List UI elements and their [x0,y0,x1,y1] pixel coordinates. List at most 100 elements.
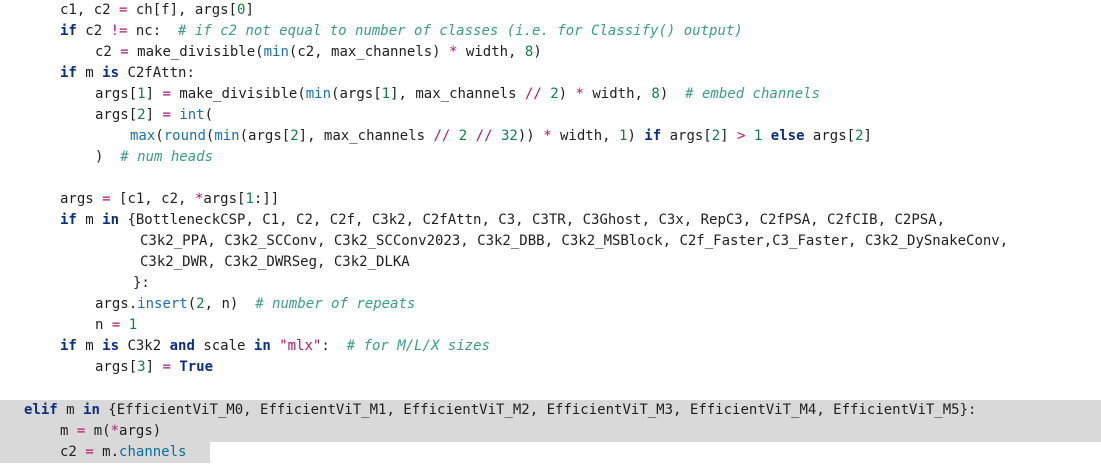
code-token: insert [137,296,188,312]
code-token: 8 [651,86,660,102]
code-token: m [76,212,103,228]
code-line[interactable]: n = 1 [95,315,137,336]
code-token: int [179,107,205,123]
code-token: * [575,86,584,102]
code-token: width, [551,128,619,144]
code-token: = [102,191,111,207]
code-token: args[ [95,86,138,102]
code-token: args[ [95,359,138,375]
code-line[interactable]: }: [133,273,150,294]
code-token: ) [95,149,121,165]
code-token: ] [145,107,163,123]
code-token: 2 [290,128,299,144]
code-token [745,128,753,144]
code-token: args[ [804,128,856,144]
code-line[interactable]: args[3] = True [95,357,213,378]
code-line[interactable]: if m is C2fAttn: [60,63,195,84]
code-token: (args[ [239,128,291,144]
code-token: else [770,128,805,144]
code-token: * [194,191,204,207]
code-token: c2 [95,44,121,60]
code-line[interactable]: elif m in {EfficientViT_M0, EfficientViT… [0,400,1101,421]
code-token: m [57,402,84,418]
code-token: make_divisible( [170,86,306,102]
code-token: ) [659,86,686,102]
code-token: 0 [237,2,246,18]
code-line[interactable]: if c2 != nc: # if c2 not equal to number… [60,21,743,42]
code-line[interactable]: m = m(*args) [0,421,1101,442]
code-token: = [111,317,121,333]
code-token: ], max_channels [298,128,434,144]
code-token: in [83,402,100,418]
code-line[interactable]: if m in {BottleneckCSP, C1, C2, C2f, C3k… [60,210,945,231]
code-token: ) [627,128,645,144]
code-token: args [60,191,103,207]
code-token: = [85,444,94,460]
code-token: if [60,65,77,81]
code-token: ( [205,128,215,144]
code-line[interactable]: args[2] = int( [95,105,213,126]
code-token: min [263,44,289,60]
code-token: is [102,338,120,354]
code-token: = [162,86,171,102]
code-token: != [110,23,128,39]
code-token: = [119,2,128,18]
code-token: in [253,338,271,354]
code-line[interactable]: args[1] = make_divisible(min(args[1], ma… [95,84,820,105]
code-line[interactable]: ) # num heads [95,147,213,168]
code-token: 2 [458,128,468,144]
code-line[interactable]: max(round(min(args[2], max_channels // 2… [130,126,872,147]
code-line[interactable]: args = [c1, c2, *args[1:]] [60,189,279,210]
code-token: 1 [753,128,763,144]
code-token: # embed channels [685,86,820,102]
code-token: c2 [60,444,86,460]
code-token: [c1, c2, [110,191,195,207]
code-token: args. [95,296,138,312]
code-token: args[ [95,107,138,123]
code-token: if [644,128,662,144]
code-token: m. [93,444,120,460]
code-token: # for M/L/X sizes [346,338,490,354]
code-token: m( [85,423,111,439]
code-token: 32 [500,128,518,144]
code-line[interactable]: c2 = m.channels [0,442,210,463]
code-token: C2fAttn: [119,65,195,81]
code-token: ( [155,128,164,144]
code-token: elif [24,402,58,418]
code-token: }: [133,275,150,291]
code-token: width, [457,44,525,60]
code-token: ] [863,128,872,144]
code-token: and [169,338,195,354]
code-line[interactable]: C3k2_PPA, C3k2_SCConv, C3k2_SCConv2023, … [140,231,1008,252]
code-token: = [76,423,86,439]
code-token: 1 [381,86,391,102]
code-token: True [179,359,214,375]
code-token: args[ [203,191,246,207]
code-token: 2 [137,107,146,123]
code-token: C3k2_PPA, C3k2_SCConv, C3k2_SCConv2023, … [140,233,1009,249]
code-token: ], max_channels [390,86,525,102]
code-line[interactable]: args.insert(2, n) # number of repeats [95,294,415,315]
code-line[interactable]: if m is C3k2 and scale in "mlx": # for M… [60,336,490,357]
code-token: (c2, max_channels) [288,44,450,60]
code-line[interactable]: c1, c2 = ch[f], args[0] [60,0,254,21]
code-token: is [102,65,120,81]
code-token: // [475,128,493,144]
code-token: m [76,338,103,354]
code-token: )) [517,128,544,144]
code-line[interactable]: C3k2_DWR, C3k2_DWRSeg, C3k2_DLKA [140,252,410,273]
code-token: * [449,44,458,60]
code-line[interactable]: c2 = make_divisible(min(c2, max_channels… [95,42,542,63]
code-token: 1 [137,86,146,102]
code-token: ] [145,359,163,375]
code-token: 1 [245,191,254,207]
code-token: # if c2 not equal to number of classes (… [178,23,743,39]
code-token: // [524,86,542,102]
code-token: * [110,423,120,439]
code-token: * [543,128,552,144]
code-token: ] [720,128,738,144]
code-token [542,86,550,102]
code-token: = [162,107,171,123]
code-token: c1, c2 [60,2,120,18]
